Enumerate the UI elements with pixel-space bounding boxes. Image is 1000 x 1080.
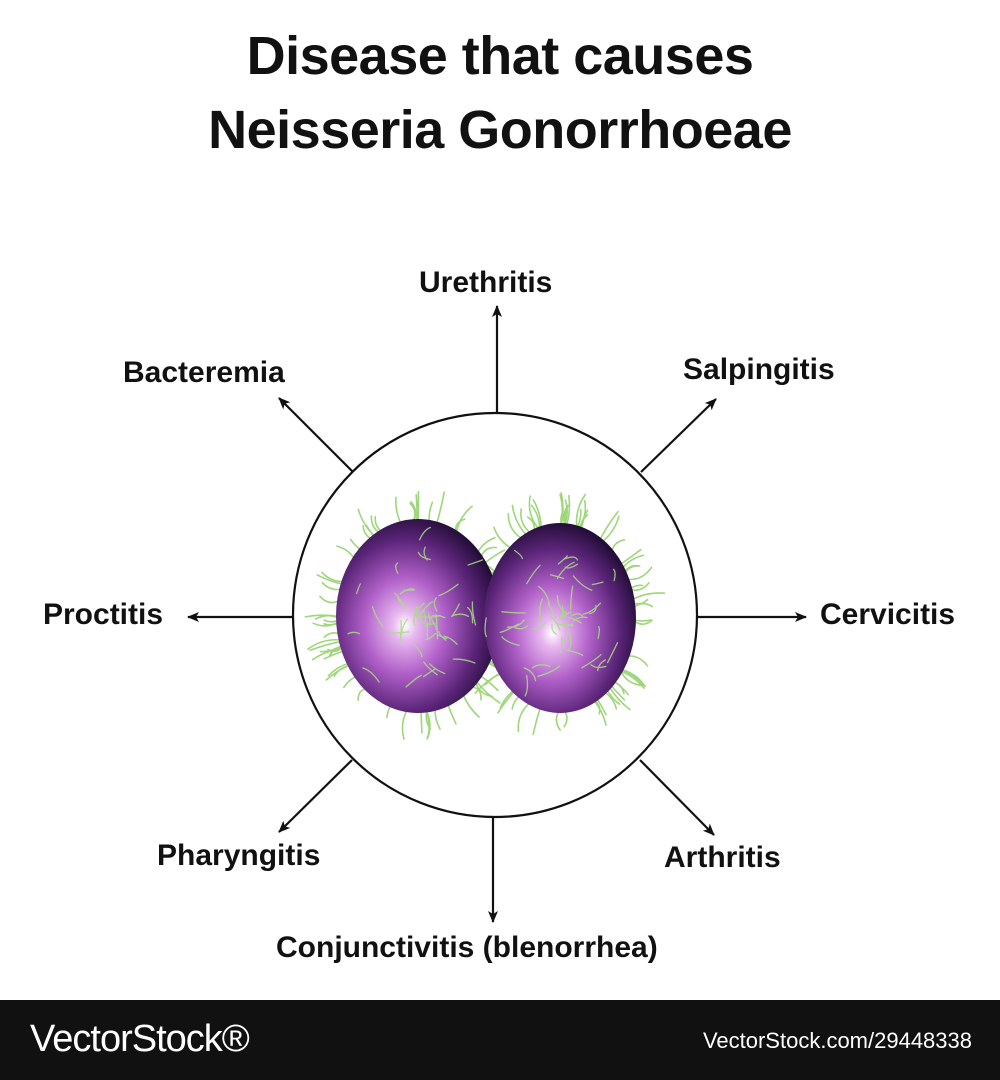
watermark-logo: VectorStock® <box>30 1018 250 1060</box>
pilus-surface <box>388 631 410 634</box>
pilus-surface <box>560 605 564 620</box>
pilus-surface <box>426 622 429 641</box>
pilus-surface <box>551 624 557 635</box>
pilus-surface <box>429 614 446 619</box>
pilus-surface <box>424 632 437 641</box>
pilus-surface <box>560 637 563 654</box>
title-line-2: Neisseria Gonorrhoeae <box>208 100 792 160</box>
pilus-surface <box>405 674 422 688</box>
pilus-surface <box>417 619 436 625</box>
pilus-surface <box>556 561 575 580</box>
pilus-surface <box>466 606 474 624</box>
watermark-footer: VectorStock® VectorStock.com/29448338 <box>0 1000 1000 1080</box>
pilus-surface <box>371 606 384 628</box>
pilus-surface <box>355 583 362 595</box>
pilus-surface <box>597 625 601 640</box>
pilus-surface <box>399 619 402 643</box>
pilus-surface <box>572 575 593 591</box>
pilus-surface <box>563 556 578 561</box>
pilus-surface <box>413 644 423 658</box>
pilus <box>415 494 418 524</box>
pilus-surface <box>564 563 579 569</box>
arrows <box>187 305 807 923</box>
diplococcus-bacterium-icon <box>304 490 666 740</box>
label-arthritis: Arthritis <box>664 841 781 874</box>
pilus-surface <box>547 603 557 619</box>
pilus-surface <box>539 598 544 624</box>
pilus-surface <box>524 674 529 697</box>
pilus-surface <box>582 602 602 615</box>
pilus-surface <box>452 658 476 664</box>
pilus-surface <box>471 601 477 626</box>
pilus-surface <box>591 581 604 586</box>
pilus-surface <box>417 551 431 561</box>
label-conjunctivitis: Conjunctivitis (blenorrhea) <box>276 931 658 964</box>
pilus-surface <box>506 619 525 628</box>
pilus-surface <box>590 664 607 669</box>
pilus-surface <box>526 564 541 585</box>
pilus-surface <box>435 616 439 640</box>
pilus-surface <box>443 635 458 645</box>
pilus-surface <box>550 615 561 631</box>
pilus-surface <box>612 568 616 582</box>
pilus-surface <box>417 601 434 618</box>
pilus-surface <box>581 654 602 669</box>
pilus-surface <box>537 585 551 605</box>
arrow-salpingitis <box>640 398 717 473</box>
cell-right <box>484 523 636 713</box>
label-salpingitis: Salpingitis <box>683 353 835 386</box>
pilus-surface <box>523 667 537 682</box>
label-urethritis: Urethritis <box>419 266 553 299</box>
pilus-surface <box>347 631 361 635</box>
pilus-surface <box>423 661 438 676</box>
pilus-surface <box>428 663 446 675</box>
pilus-surface <box>413 609 419 627</box>
pilus-surface <box>484 617 488 638</box>
pilus-surface <box>606 642 619 664</box>
pilus-surface <box>362 667 380 683</box>
pilus-surface <box>513 549 524 560</box>
pilus-surface <box>567 632 572 652</box>
pilus-surface <box>562 620 567 644</box>
pilus-surface <box>467 559 484 566</box>
pilus-surface <box>499 623 520 634</box>
disease-diagram <box>187 305 807 923</box>
pilus-surface <box>423 546 428 561</box>
pilus-surface <box>513 625 529 630</box>
pilus-surface <box>418 526 431 541</box>
pilus-surface <box>438 630 447 641</box>
pilus-surface <box>436 633 448 640</box>
pilus-surface <box>394 592 406 610</box>
pilus-surface <box>501 611 526 614</box>
label-cervicitis: Cervicitis <box>820 598 956 631</box>
pilus-surface <box>556 594 568 614</box>
label-pharyngitis: Pharyngitis <box>157 839 321 872</box>
pilus-surface <box>557 555 568 565</box>
arrow-pharyngitis <box>278 759 353 833</box>
pilus-surface <box>531 664 551 669</box>
pilus-surface <box>501 636 520 647</box>
pilus-surface <box>533 622 547 630</box>
pilus-surface <box>395 562 399 574</box>
label-proctitis: Proctitis <box>43 598 164 631</box>
pilus-surface <box>410 602 425 612</box>
arrow-bacteremia <box>278 397 354 473</box>
title-line-1: Disease that causes <box>246 26 754 86</box>
pilus-surface <box>597 659 607 672</box>
pilus-surface <box>570 613 584 618</box>
pilus-surface <box>537 665 561 678</box>
pilus-surface <box>433 597 438 612</box>
watermark-id: VectorStock.com/29448338 <box>702 1028 972 1053</box>
pilus-surface <box>588 604 597 615</box>
pilus-surface <box>438 583 459 597</box>
arrow-arthritis <box>639 759 715 836</box>
pilus-surface <box>451 613 470 618</box>
pilus-surface <box>570 585 574 610</box>
pilus-surface <box>422 668 437 678</box>
label-bacteremia: Bacteremia <box>123 356 285 389</box>
